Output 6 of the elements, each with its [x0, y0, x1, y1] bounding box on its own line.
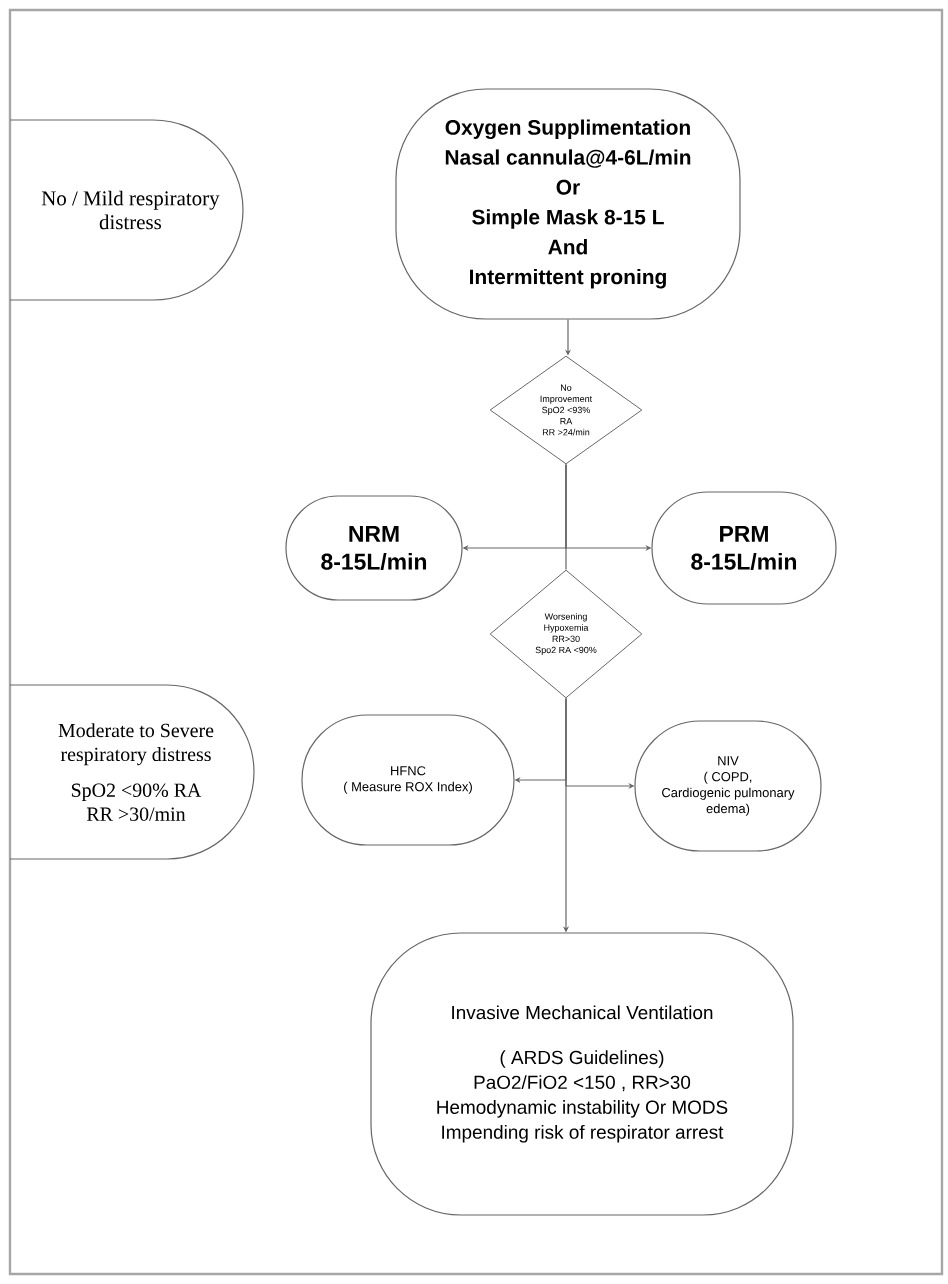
process-box: NRM 8-15L/min	[285, 495, 463, 601]
process-box: PRM 8-15L/min	[651, 491, 837, 605]
category-tab: No / Mild respiratory distress	[9, 119, 244, 301]
process-box: Oxygen Supplimentation Nasal cannula@4-6L/min Or Simple Mask 8-15 L And Intermittent proning	[395, 88, 741, 320]
process-box: Invasive Mechanical Ventilation ( ARDS Guidelines) PaO2/FiO2 <150 , RR>30 Hemodynamic instability Or MODS Impending risk of respirator arrest	[370, 932, 794, 1216]
category-tab: Moderate to Severe respiratory distress SpO2 <90% RA RR >30/min	[9, 684, 255, 860]
